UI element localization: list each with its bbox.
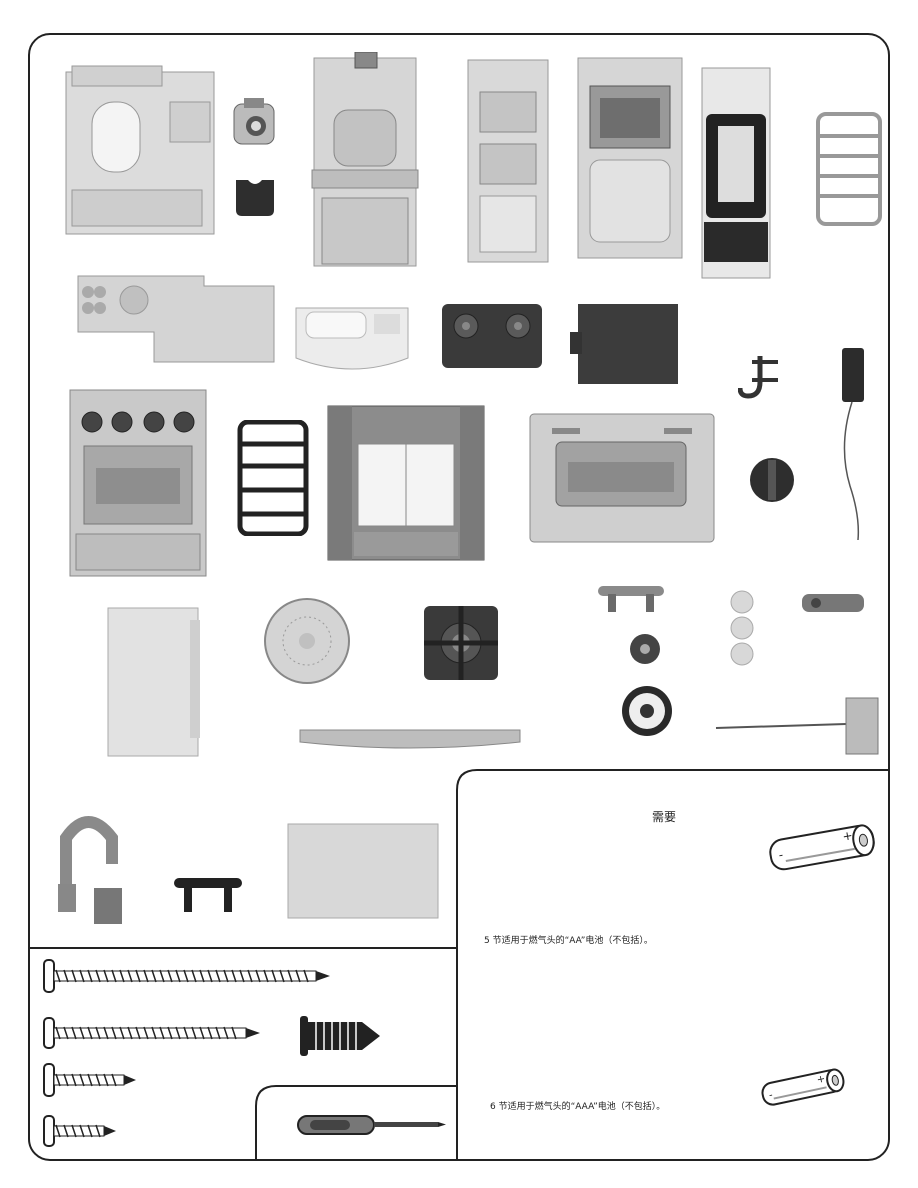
hook-part <box>738 352 782 400</box>
gas-burner-grate-part <box>420 602 502 684</box>
battery-box-with-wire-part <box>832 346 872 542</box>
sink-cabinet-part <box>326 400 486 564</box>
stove-knob-part <box>748 454 796 504</box>
switch-plate-part <box>800 590 866 616</box>
stove-oven-part <box>66 386 210 580</box>
aa-battery-icon: + - <box>764 818 886 876</box>
round-buttons-part <box>728 588 756 668</box>
aaa-battery-icon: + - <box>756 1062 852 1112</box>
round-burner-plate-part <box>262 596 352 686</box>
aa-battery-note: 5 节适用于燃气头的“AA”电池（不包括）。 <box>484 933 653 946</box>
refrigerator-side-panel-part <box>106 606 202 758</box>
oven-door-part <box>528 412 716 544</box>
hutch-back-panel-part <box>62 62 218 238</box>
long-handle-part <box>296 724 524 754</box>
dark-panel-part <box>568 302 680 386</box>
mirror-sheet-part <box>286 822 440 920</box>
grey-clip-part <box>594 584 668 614</box>
knob-bracket-part <box>232 98 276 146</box>
small-gear-part <box>628 632 662 666</box>
side-column-part <box>460 56 556 266</box>
short-screw-part <box>42 1062 138 1098</box>
stovetop-burner-base-part <box>440 302 544 370</box>
microwave-panel-part <box>576 56 684 260</box>
refrigerator-door-part <box>700 66 772 280</box>
countertop-part <box>74 272 278 366</box>
flame-disc-part <box>620 684 674 738</box>
aaa-battery-note: 6 节适用于燃气头的“AAA”电池（不包括）。 <box>490 1099 665 1112</box>
white-grate-part <box>814 112 884 226</box>
batteries-required-label: 需要 <box>652 808 676 825</box>
long-screw-part <box>42 958 332 994</box>
faucet-part <box>46 808 132 926</box>
black-cap-part <box>232 176 278 218</box>
black-clip-part <box>170 874 246 914</box>
medium-screw-part <box>42 1016 262 1050</box>
push-rivet-part <box>298 1014 382 1058</box>
shortest-screw-part <box>42 1114 118 1148</box>
black-grate-part <box>236 420 310 536</box>
screwdriver-icon <box>296 1110 448 1140</box>
oven-hutch-part <box>310 52 420 270</box>
sound-module-with-wire-part <box>714 694 882 756</box>
sink-basin-part <box>290 298 414 378</box>
